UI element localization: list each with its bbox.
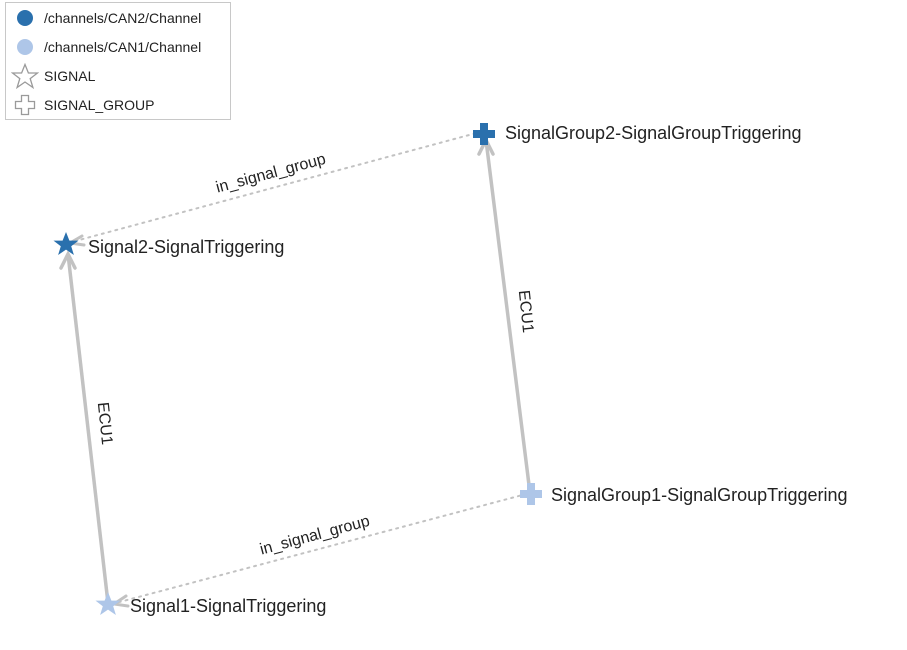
star-icon bbox=[53, 232, 79, 255]
legend-label: /channels/CAN2/Channel bbox=[44, 10, 202, 26]
legend-item-can2[interactable]: /channels/CAN2/Channel bbox=[10, 5, 201, 31]
node-label-signal1: Signal1-SignalTriggering bbox=[130, 596, 326, 616]
legend: /channels/CAN2/Channel /channels/CAN1/Ch… bbox=[5, 2, 231, 120]
legend-item-signal-group[interactable]: SIGNAL_GROUP bbox=[10, 92, 154, 118]
legend-label: /channels/CAN1/Channel bbox=[44, 39, 202, 55]
edge-label-in-signal-group-bottom: in_signal_group bbox=[258, 513, 372, 559]
cross-icon bbox=[520, 483, 542, 505]
edge-signal1-to-signal2[interactable]: ECU1 bbox=[59, 250, 115, 604]
star-icon bbox=[95, 592, 121, 615]
edge-label-in-signal-group-top: in_signal_group bbox=[214, 151, 328, 197]
circle-icon bbox=[10, 34, 40, 60]
node-signal2[interactable]: Signal2-SignalTriggering bbox=[53, 232, 285, 257]
node-label-signalgroup2: SignalGroup2-SignalGroupTriggering bbox=[505, 123, 802, 143]
edge-signal1-to-signalgroup1[interactable]: in_signal_group bbox=[109, 492, 531, 608]
edge-signalgroup1-to-signalgroup2[interactable]: ECU1 bbox=[477, 136, 536, 494]
node-label-signal2: Signal2-SignalTriggering bbox=[88, 237, 284, 257]
legend-item-signal[interactable]: SIGNAL bbox=[10, 63, 95, 89]
star-outline-icon bbox=[10, 63, 40, 89]
legend-label: SIGNAL bbox=[44, 68, 96, 84]
edge-label-ecu1-left: ECU1 bbox=[94, 401, 115, 445]
node-signalgroup1[interactable]: SignalGroup1-SignalGroupTriggering bbox=[520, 483, 848, 505]
circle-icon bbox=[10, 5, 40, 31]
cross-icon bbox=[473, 123, 495, 145]
legend-item-can1[interactable]: /channels/CAN1/Channel bbox=[10, 34, 201, 60]
node-label-signalgroup1: SignalGroup1-SignalGroupTriggering bbox=[551, 485, 848, 505]
legend-label: SIGNAL_GROUP bbox=[44, 97, 155, 113]
edge-label-ecu1-right: ECU1 bbox=[515, 289, 536, 333]
edge-signal2-to-signalgroup2[interactable]: in_signal_group bbox=[65, 130, 485, 247]
node-signalgroup2[interactable]: SignalGroup2-SignalGroupTriggering bbox=[473, 123, 802, 145]
cross-outline-icon bbox=[10, 92, 40, 118]
node-signal1[interactable]: Signal1-SignalTriggering bbox=[95, 592, 327, 616]
